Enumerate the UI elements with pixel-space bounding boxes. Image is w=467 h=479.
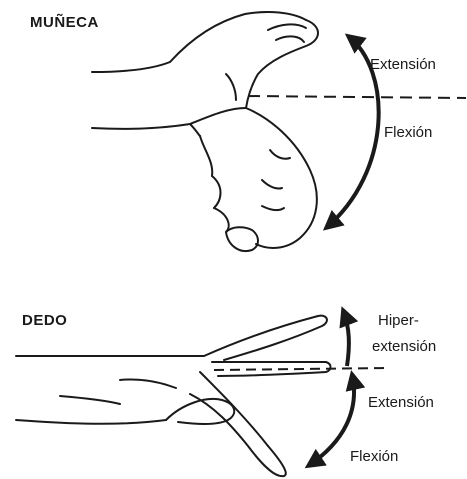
finger-title: DEDO bbox=[22, 312, 67, 329]
finger-hyperextension-label-line1: Hiper- bbox=[378, 312, 419, 329]
finger-neutral-reference-line bbox=[214, 368, 388, 370]
finger-hand-drawing bbox=[16, 316, 331, 476]
wrist-flexion-label: Flexión bbox=[384, 124, 432, 141]
finger-flexion-arrow bbox=[308, 374, 354, 466]
finger-hyperextension-label-line2: extensión bbox=[372, 338, 436, 355]
wrist-flexed-hand-drawing bbox=[190, 108, 317, 251]
finger-flexion-label: Flexión bbox=[350, 448, 398, 465]
wrist-title: MUÑECA bbox=[30, 14, 99, 31]
finger-extension-label: Extensión bbox=[368, 394, 434, 411]
wrist-neutral-reference-line bbox=[248, 96, 466, 98]
wrist-extension-label: Extensión bbox=[370, 56, 436, 73]
finger-hyperextension-arrow bbox=[343, 310, 349, 366]
wrist-extended-hand-drawing bbox=[92, 12, 318, 129]
